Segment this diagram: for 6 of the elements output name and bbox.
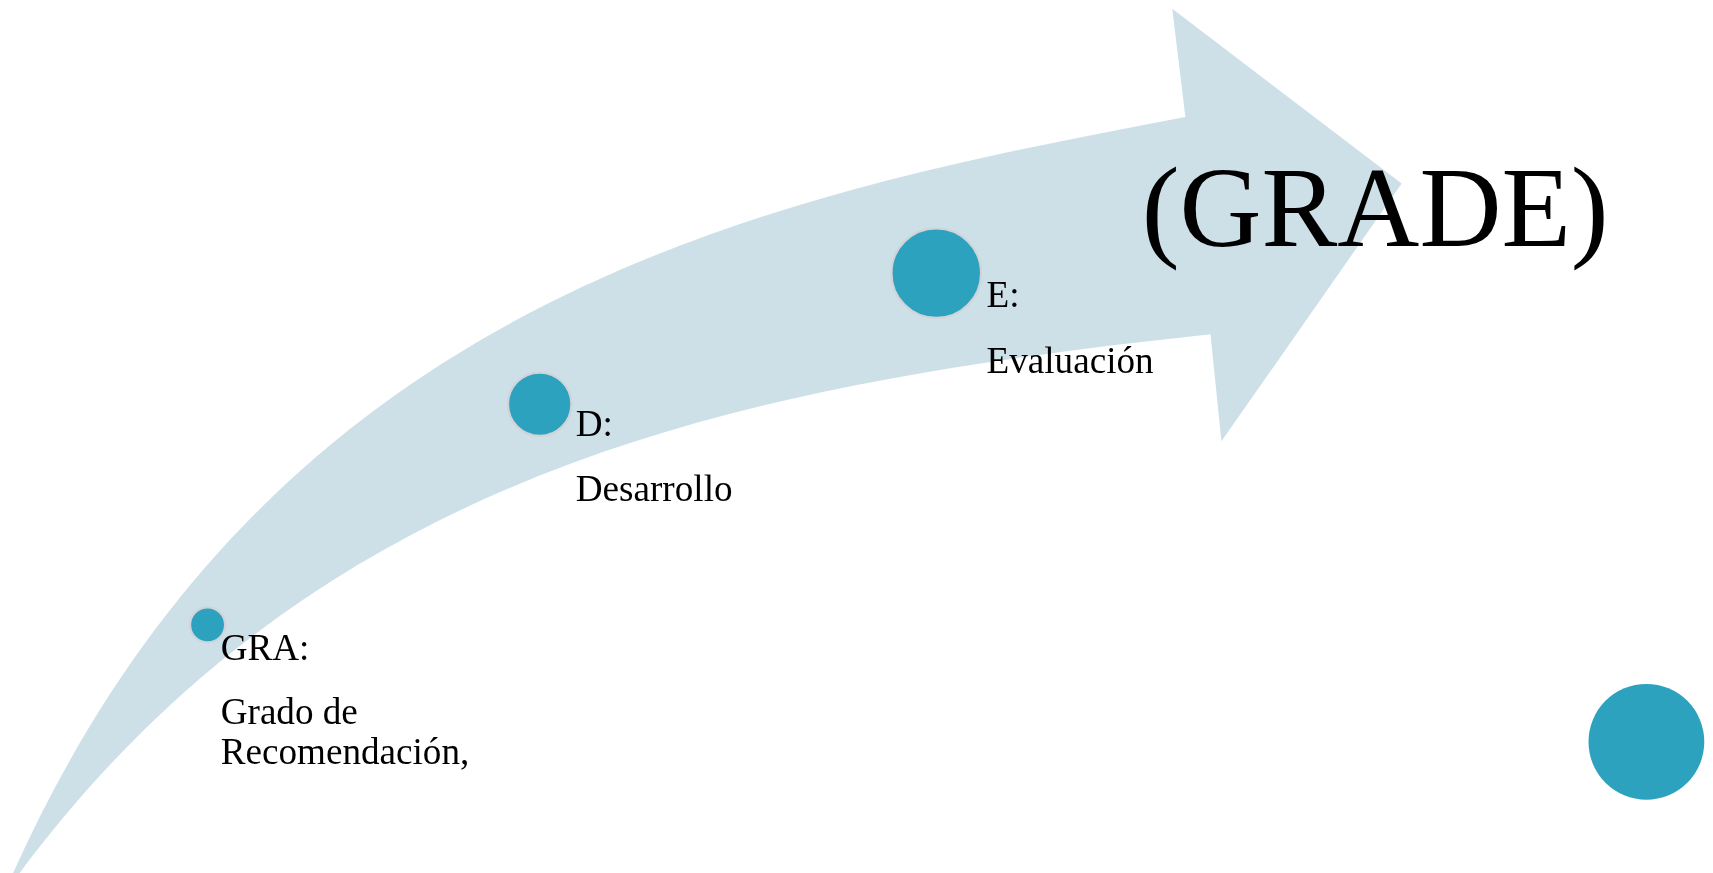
step-letter-label: D: xyxy=(575,404,613,444)
step-description: Grado de Recomendación, xyxy=(220,692,471,771)
step-letter-label: GRA: xyxy=(220,628,310,668)
step-description: Evaluación xyxy=(986,340,1154,380)
step-letter-label: E: xyxy=(986,275,1020,315)
step-description: Desarrollo xyxy=(575,469,733,509)
